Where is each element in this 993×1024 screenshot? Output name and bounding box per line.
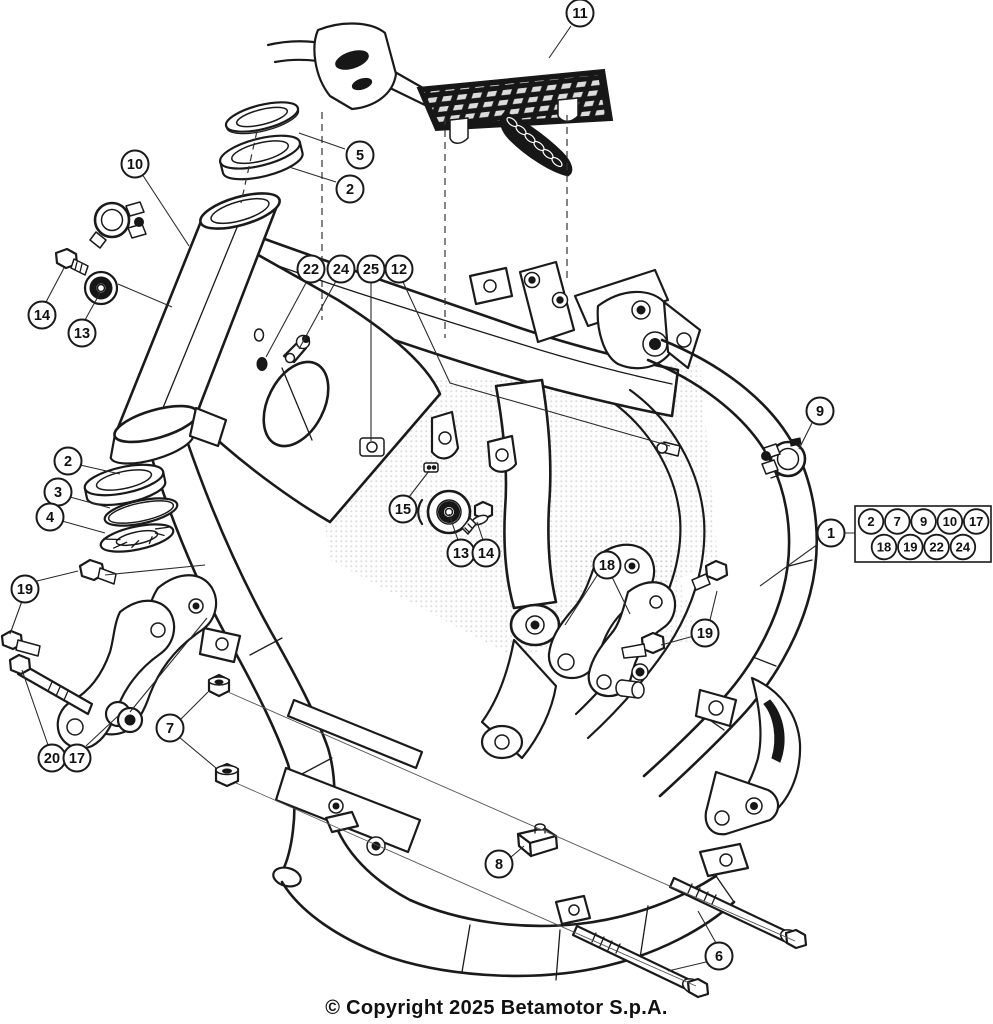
svg-text:18: 18 [599,558,615,574]
reference-box: 2 7 9 10 17 18 19 22 24 [854,505,992,563]
svg-text:14: 14 [478,546,494,562]
central-pivot-member [430,378,561,760]
svg-text:22: 22 [929,540,943,555]
svg-text:22: 22 [303,262,319,278]
callout-12[interactable]: 12 [384,254,414,284]
callout-10[interactable]: 10 [936,508,964,535]
svg-text:4: 4 [46,510,54,526]
svg-text:10: 10 [943,514,957,529]
svg-text:9: 9 [920,514,927,529]
callout-22[interactable]: 22 [923,533,950,561]
nut-bolt-lines [227,691,796,987]
svg-text:6: 6 [715,949,723,965]
callout-22[interactable]: 22 [296,254,326,284]
svg-text:19: 19 [697,626,713,642]
callout-8[interactable]: 8 [484,849,514,879]
callout-13[interactable]: 13 [67,318,97,348]
svg-text:17: 17 [69,751,85,767]
svg-text:9: 9 [816,404,824,420]
svg-text:14: 14 [34,308,50,324]
callout-9[interactable]: 9 [805,396,835,426]
copyright-text: © Copyright 2025 Betamotor S.p.A. [325,997,668,1019]
svg-text:19: 19 [903,540,917,555]
callout-18[interactable]: 18 [870,533,898,561]
bushing-13-mid [417,489,472,535]
clip-15 [423,462,439,473]
svg-text:19: 19 [17,582,33,598]
cradle-down-tubes [148,436,750,981]
bolt-14-left [54,247,89,276]
svg-text:1: 1 [827,526,835,542]
svg-text:2: 2 [867,514,874,529]
leader-lines [9,25,855,972]
svg-text:20: 20 [44,751,60,767]
bracket-25-target [359,437,385,457]
bolt-14-mid [461,500,494,535]
head-tube [109,192,281,465]
callout-5[interactable]: 5 [345,140,375,170]
svg-text:24: 24 [956,540,971,555]
svg-text:2: 2 [346,182,354,198]
left-engine-mount [0,558,218,750]
skid-plate-11 [266,22,614,177]
bearing-stack [83,463,179,553]
callout-9[interactable]: 9 [910,508,937,535]
callout-4[interactable]: 4 [35,502,65,532]
svg-text:12: 12 [391,262,407,278]
svg-text:17: 17 [969,514,983,529]
nuts-7 [207,673,240,788]
callout-2[interactable]: 2 [857,508,885,535]
callout-3[interactable]: 3 [43,477,73,507]
callout-19[interactable]: 19 [897,533,924,561]
callout-20[interactable]: 20 [37,743,67,773]
callout-17[interactable]: 17 [963,508,990,535]
svg-text:3: 3 [54,485,62,501]
callout-14[interactable]: 14 [471,538,501,568]
callout-2[interactable]: 2 [335,174,365,204]
clamp-9 [761,437,807,478]
callout-17[interactable]: 17 [62,743,92,773]
callout-6[interactable]: 6 [704,941,734,971]
svg-text:8: 8 [495,857,503,873]
svg-text:13: 13 [453,546,469,562]
callout-2[interactable]: 2 [53,446,83,476]
callout-15[interactable]: 15 [388,494,418,524]
callout-13[interactable]: 13 [446,538,476,568]
svg-text:7: 7 [894,514,901,529]
callout-19[interactable]: 19 [690,618,720,648]
callout-19[interactable]: 19 [10,574,40,604]
spacer-13-left [83,270,119,306]
rear-lower-brackets [694,676,802,836]
svg-text:5: 5 [356,148,364,164]
callout-11[interactable]: 11 [565,0,595,28]
svg-text:24: 24 [333,262,349,278]
bolts-6 [571,876,808,999]
block-8 [516,823,559,858]
right-engine-mount [547,543,729,699]
callout-24[interactable]: 24 [949,533,977,561]
callout-18[interactable]: 18 [592,550,622,580]
callout-24[interactable]: 24 [326,254,356,284]
svg-text:15: 15 [395,502,411,518]
svg-text:7: 7 [166,721,174,737]
callout-7[interactable]: 7 [155,713,185,743]
svg-text:18: 18 [877,540,891,555]
callout-1[interactable]: 1 [816,518,846,548]
callout-10[interactable]: 10 [120,149,150,179]
shock-tower-brackets [468,260,702,370]
svg-text:2: 2 [64,454,72,470]
callout-7[interactable]: 7 [884,508,911,535]
svg-text:13: 13 [74,326,90,342]
steering-head-rings [219,101,304,181]
assembly-axes [240,112,568,338]
svg-text:25: 25 [363,262,379,278]
svg-text:11: 11 [572,6,587,22]
svg-text:10: 10 [127,157,143,173]
callout-25[interactable]: 25 [356,254,386,284]
clamp-10 [89,201,147,249]
callout-14[interactable]: 14 [27,300,57,330]
